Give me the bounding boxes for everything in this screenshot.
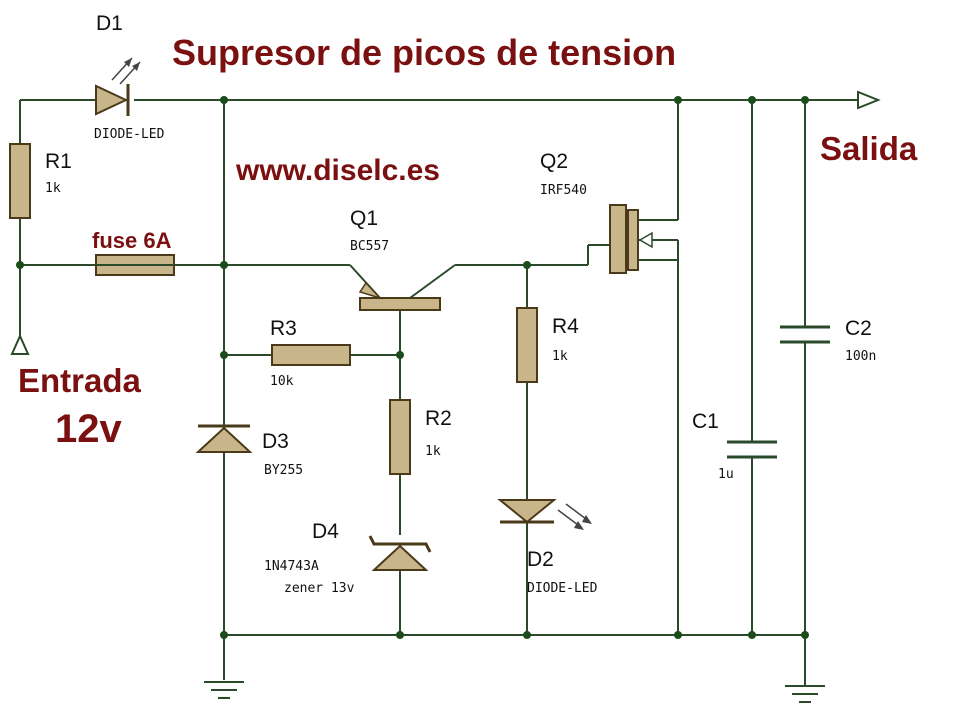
wires <box>19 99 858 685</box>
d4-zener-symbol <box>368 535 432 571</box>
schematic-title: Supresor de picos de tension <box>172 32 676 73</box>
d2-led-symbol <box>497 499 592 530</box>
r2-value-label: 1k <box>425 444 441 459</box>
d2-ref-label: D2 <box>527 548 554 571</box>
r1-ref-label: R1 <box>45 150 72 173</box>
d2-value-label: DIODE-LED <box>527 581 598 596</box>
r3-ref-label: R3 <box>270 317 297 340</box>
r4-value-label: 1k <box>552 349 568 364</box>
q1-transistor-symbol <box>358 281 441 311</box>
input-label: Entrada <box>18 362 142 399</box>
q2-mosfet-symbol <box>609 204 653 274</box>
c2-ref-label: C2 <box>845 317 872 340</box>
ground-symbol-left <box>204 681 244 699</box>
r1-resistor-symbol <box>9 143 31 219</box>
c1-capacitor-symbol <box>727 440 777 459</box>
ground-symbol-right <box>785 685 825 703</box>
r4-ref-label: R4 <box>552 315 579 338</box>
d1-value-label: DIODE-LED <box>94 127 165 142</box>
q2-ref-label: Q2 <box>540 150 568 173</box>
r1-value-label: 1k <box>45 181 61 196</box>
q1-ref-label: Q1 <box>350 207 378 230</box>
d1-ref-label: D1 <box>96 12 123 35</box>
d3-value-label: BY255 <box>264 463 303 478</box>
website-label: www.diselc.es <box>235 154 440 187</box>
d1-led-symbol <box>95 57 141 116</box>
d3-ref-label: D3 <box>262 430 289 453</box>
c1-value-label: 1u <box>718 467 734 482</box>
q2-value-label: IRF540 <box>540 183 587 198</box>
input-voltage-label: 12v <box>55 407 122 451</box>
q1-value-label: BC557 <box>350 239 389 254</box>
r2-ref-label: R2 <box>425 407 452 430</box>
r2-resistor-symbol <box>389 399 411 475</box>
d3-diode-symbol <box>195 424 253 453</box>
output-label: Salida <box>820 130 918 167</box>
d4-ref-label: D4 <box>312 520 339 543</box>
r3-resistor-symbol <box>271 344 351 366</box>
fuse-label: fuse 6A <box>92 228 172 253</box>
r4-resistor-symbol <box>516 307 538 383</box>
c1-ref-label: C1 <box>692 410 719 433</box>
d4-note-label: zener 13v <box>284 581 355 596</box>
c2-capacitor-symbol <box>780 325 830 344</box>
output-terminal-arrow <box>857 90 881 110</box>
d4-value-label: 1N4743A <box>264 559 319 574</box>
c2-value-label: 100n <box>845 349 876 364</box>
r3-value-label: 10k <box>270 374 294 389</box>
junctions <box>16 96 809 639</box>
input-terminal-arrow <box>10 333 30 355</box>
